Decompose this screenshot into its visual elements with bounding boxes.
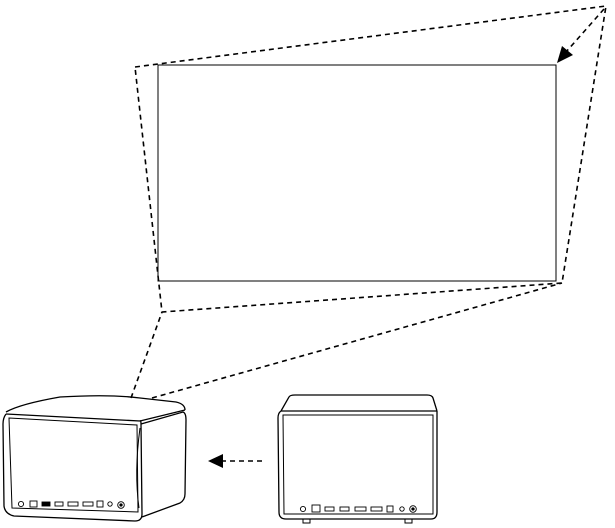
projector-front <box>278 411 437 519</box>
tilted-projector <box>3 396 186 521</box>
projector-top <box>281 395 437 411</box>
projected-screen <box>158 65 556 281</box>
projector-top <box>6 396 185 412</box>
keystone-distorted-outline <box>135 6 606 312</box>
projector-ports <box>18 501 124 508</box>
orientation-arrow <box>208 454 262 468</box>
beam-right <box>152 283 562 398</box>
correction-arrow <box>557 9 604 63</box>
projector-side <box>141 412 186 517</box>
projector-ports <box>300 505 416 512</box>
level-projector <box>278 395 437 523</box>
beam-left <box>131 312 162 398</box>
